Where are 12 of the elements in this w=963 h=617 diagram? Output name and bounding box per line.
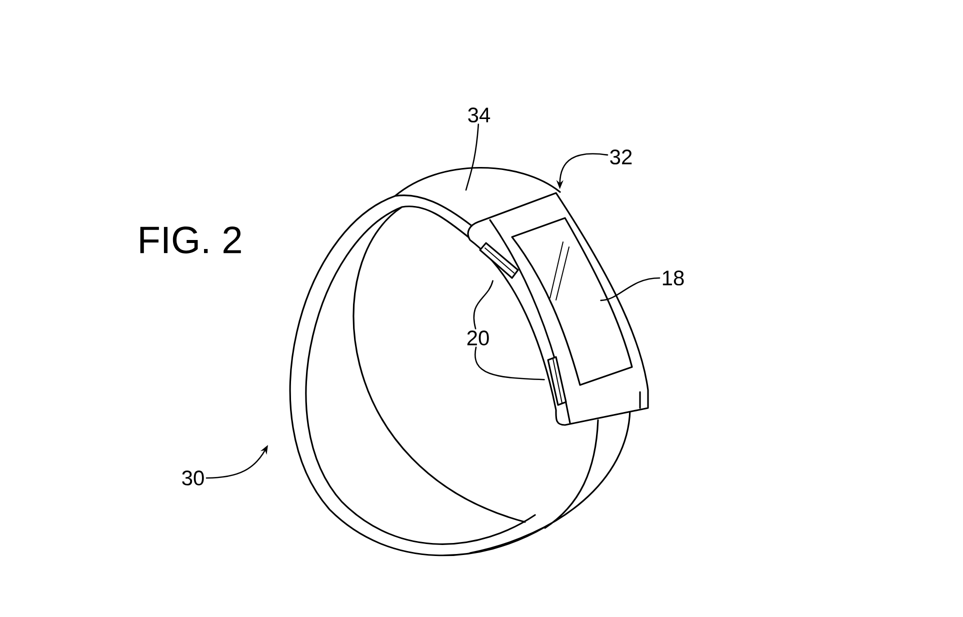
leader-line (473, 280, 494, 330)
side-button (547, 356, 567, 406)
callout-number: 30 (182, 470, 204, 486)
side-button (479, 242, 519, 279)
callout-number: 34 (468, 108, 490, 122)
figure-title: FIG. 2 (140, 226, 241, 254)
callout-number: 32 (610, 150, 632, 164)
callout-number: 18 (662, 270, 684, 286)
callout-number: 20 (467, 330, 489, 346)
leader-line (474, 346, 545, 380)
display-screen (511, 217, 633, 386)
leader-line (465, 124, 480, 191)
